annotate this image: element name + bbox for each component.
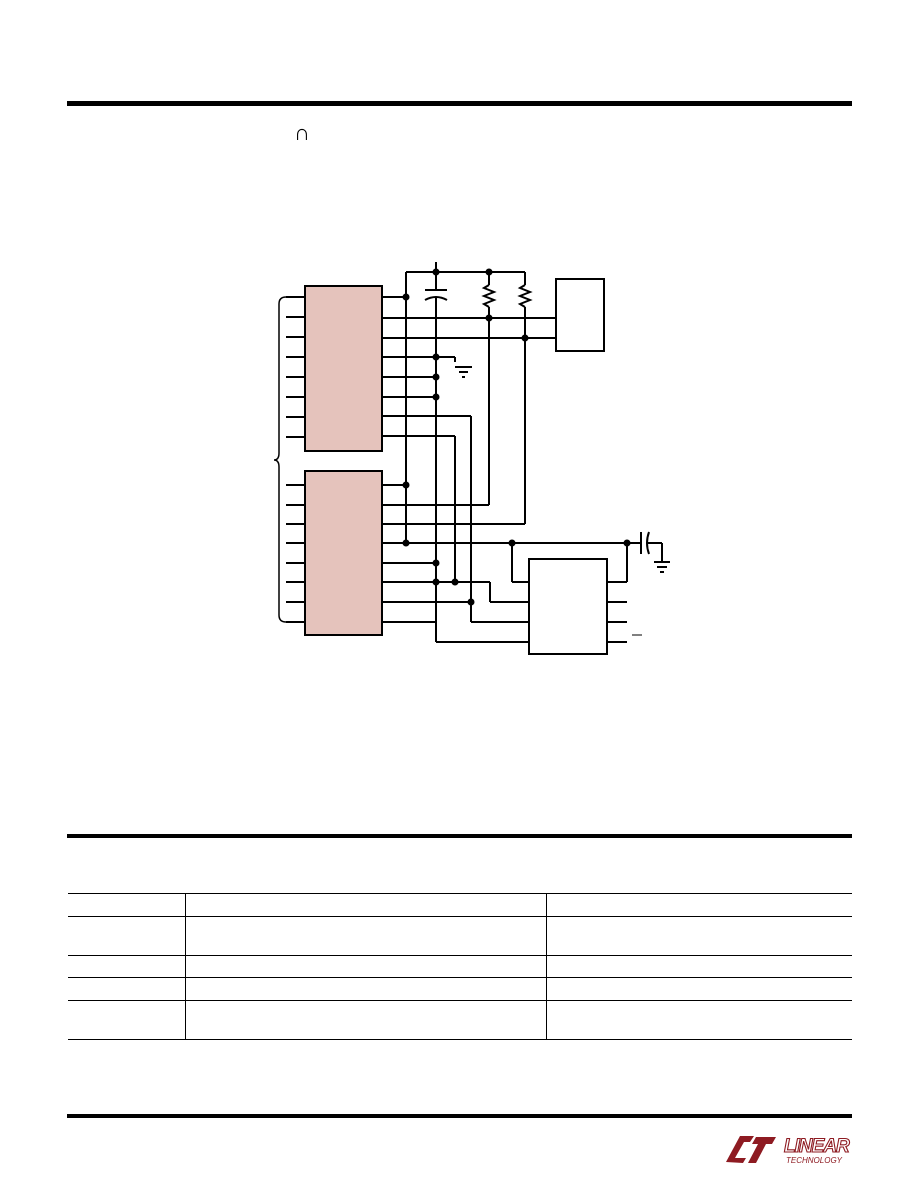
- lower-chip-left-pins: [286, 484, 305, 623]
- table-row: [68, 893, 852, 916]
- table-divider: [546, 894, 547, 916]
- ground-symbol-2: [654, 561, 670, 573]
- middle-rule: [67, 834, 852, 838]
- table-divider: [185, 894, 186, 916]
- table-row: [68, 1000, 852, 1040]
- table-divider: [185, 978, 186, 1000]
- connector-box: [555, 278, 605, 352]
- table-divider: [185, 917, 186, 955]
- schematic-diagram: [273, 262, 670, 655]
- linear-technology-logo: LINEAR TECHNOLOGY: [726, 1135, 852, 1165]
- bottom-rule: [67, 1114, 852, 1118]
- ground-symbol-1: [455, 366, 472, 378]
- left-brace: [273, 296, 287, 623]
- table-divider: [546, 917, 547, 955]
- table-row: [68, 977, 852, 1000]
- table-divider: [185, 1001, 186, 1039]
- logo-brand-text: LINEAR: [784, 1136, 850, 1157]
- upper-chip-left-pins: [286, 296, 305, 438]
- table-divider: [546, 978, 547, 1000]
- section-heading-glyph: ∩: [294, 120, 310, 145]
- lt-logo-mark: [726, 1136, 754, 1163]
- pullup-resistor-1: [481, 284, 497, 308]
- table-divider: [185, 956, 186, 977]
- logo-sub-text: TECHNOLOGY: [786, 1156, 843, 1165]
- empty-table: [68, 893, 852, 1040]
- table-divider: [546, 1001, 547, 1039]
- table-row: [68, 916, 852, 955]
- table-divider: [546, 956, 547, 977]
- ic-box: [528, 558, 608, 655]
- chip-upper: [304, 285, 383, 452]
- pullup-resistor-2: [517, 284, 533, 308]
- top-rule: [67, 101, 852, 106]
- wires: [273, 262, 663, 643]
- junction-dots: [402, 268, 631, 606]
- chip-lower: [304, 470, 383, 636]
- table-row: [68, 955, 852, 977]
